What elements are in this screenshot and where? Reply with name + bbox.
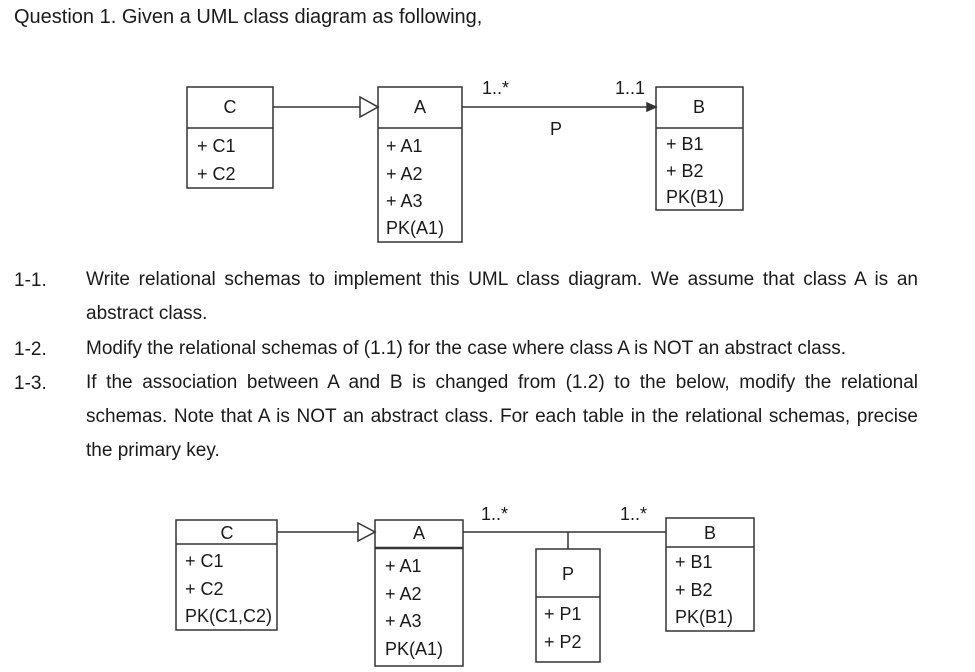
uml-diagram-1 — [186, 86, 744, 243]
class-p-attr: + P2 — [544, 632, 582, 652]
class-a-attr: + A1 — [386, 136, 423, 156]
association-arrow-icon — [646, 101, 658, 113]
class-b-attr: + B2 — [675, 580, 713, 600]
class-b-box — [655, 86, 744, 211]
class-b-attr: + B2 — [666, 161, 704, 181]
class-p-attr: + P1 — [544, 604, 582, 624]
class-c-attr: + C2 — [185, 579, 224, 599]
uml-diagram-2-text: C + C1 + C2 PK(C1,C2) A + A1 + A2 + A3 P… — [185, 504, 733, 659]
class-a-attr: PK(A1) — [386, 218, 444, 238]
class-b-attr: PK(B1) — [675, 607, 733, 627]
item-number: 1-2. — [14, 339, 47, 360]
class-b-attr: + B1 — [666, 134, 704, 154]
class-c-name: C — [221, 523, 234, 543]
uml-diagram-2 — [175, 517, 755, 667]
class-c-box — [175, 519, 278, 631]
association-label: P — [550, 119, 562, 139]
generalization-arrow-icon — [359, 95, 380, 119]
class-c-attr: PK(C1,C2) — [185, 606, 272, 626]
class-a-attr: + A1 — [385, 556, 422, 576]
class-c-box — [186, 86, 274, 189]
class-a-attr: + A2 — [386, 164, 423, 184]
class-b-name: B — [693, 97, 705, 117]
item-text: Modify the relational schemas of (1.1) f… — [86, 338, 846, 359]
item-text: If the association between A and B is ch… — [86, 372, 918, 461]
class-a-attr: + A3 — [386, 191, 423, 211]
class-p-name: P — [562, 564, 574, 584]
class-c-attr: + C2 — [197, 164, 236, 184]
class-a-name: A — [414, 97, 426, 117]
class-a-box — [377, 86, 463, 243]
class-c-attr: + C1 — [197, 136, 236, 156]
item-number: 1-3. — [14, 373, 47, 394]
question-title: Question 1. Given a UML class diagram as… — [14, 6, 483, 28]
class-b-box — [665, 517, 755, 632]
class-a-attr: PK(A1) — [385, 639, 443, 659]
item-number: 1-1. — [14, 270, 47, 291]
multiplicity-a: 1..* — [481, 504, 508, 524]
multiplicity-b: 1..1 — [615, 78, 645, 98]
multiplicity-b: 1..* — [620, 504, 647, 524]
class-a-name: A — [413, 523, 425, 543]
class-a-box — [374, 519, 464, 667]
uml-diagram-1-text: C + C1 + C2 A + A1 + A2 + A3 PK(A1) B + … — [197, 78, 724, 238]
class-a-attr: + A3 — [385, 611, 422, 631]
multiplicity-a: 1..* — [482, 78, 509, 98]
class-b-attr: PK(B1) — [666, 187, 724, 207]
generalization-arrow-icon — [357, 521, 377, 543]
class-b-name: B — [704, 523, 716, 543]
class-c-attr: + C1 — [185, 551, 224, 571]
item-text: Write relational schemas to implement th… — [86, 269, 918, 324]
class-b-attr: + B1 — [675, 552, 713, 572]
class-c-name: C — [224, 97, 237, 117]
class-a-attr: + A2 — [385, 584, 422, 604]
